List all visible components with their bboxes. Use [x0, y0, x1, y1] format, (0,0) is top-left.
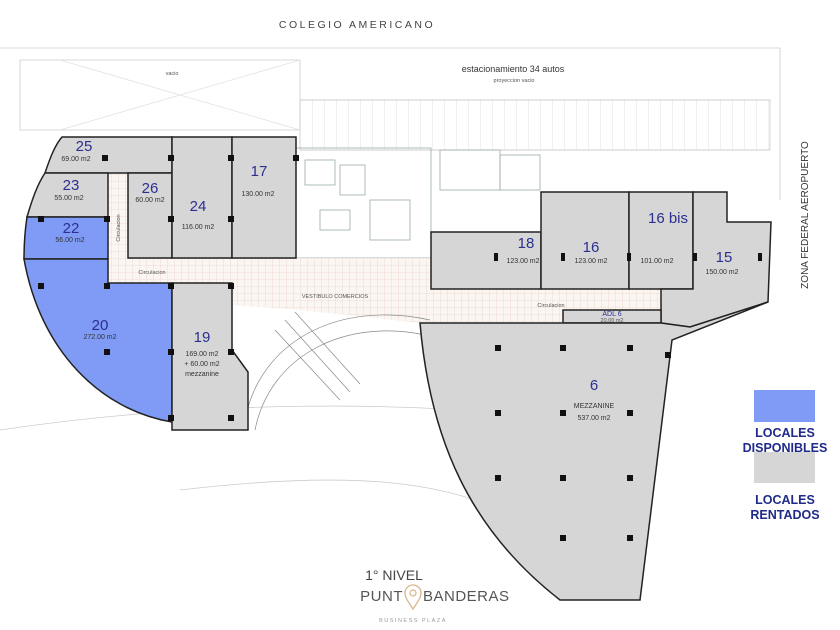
legend-available-label: LOCALES DISPONIBLES: [742, 426, 828, 455]
unit-number: 16: [583, 239, 600, 256]
unit-16-bis[interactable]: [628, 191, 694, 290]
unit-25[interactable]: [43, 136, 173, 174]
unit-labels: 25 69.00 m2 23 55.00 m2 22 56.00 m2 20 2…: [54, 138, 738, 422]
unit-number: 15: [716, 249, 733, 266]
unit-area: 150.00 m2: [705, 269, 738, 276]
location-pin-icon: [404, 584, 422, 611]
void-projection-label: proyeccion vacio: [494, 78, 535, 84]
unit-area: 123.00 m2: [574, 258, 607, 265]
unit-area: 69.00 m2: [61, 156, 90, 163]
unit-number: 18: [518, 235, 535, 252]
unit-number: 24: [190, 198, 207, 215]
unit-number: ADL 6: [602, 311, 621, 318]
unit-area: 169.00 m2: [185, 351, 218, 358]
unit-area: 272.00 m2: [83, 334, 116, 341]
header-title: COLEGIO AMERICANO: [279, 19, 435, 31]
structural-columns: [38, 155, 762, 541]
circulation-area: [108, 173, 700, 323]
legend-rented-swatch: [754, 452, 815, 483]
legend-rented-label: LOCALES RENTADOS: [750, 493, 820, 522]
parking-label: estacionamiento 34 autos: [462, 64, 565, 74]
unit-number: 22: [63, 220, 80, 237]
circulation-label: Circulacion: [138, 270, 165, 276]
unit-area: 537.00 m2: [577, 415, 610, 422]
unit-number: 17: [251, 163, 268, 180]
unit-number: 6: [590, 377, 598, 394]
site-lines: [0, 47, 781, 521]
unit-extra-area: + 60.00 m2: [184, 361, 219, 368]
unit-6[interactable]: [419, 301, 769, 601]
brand-right: BANDERAS: [423, 588, 510, 605]
unit-area: 55.00 m2: [54, 195, 83, 202]
unit-area: 123.00 m2: [506, 258, 539, 265]
unit-area: 60.00 m2: [135, 197, 164, 204]
circulation-label-vertical: Circulacion: [116, 214, 122, 241]
unit-area: 56.00 m2: [55, 237, 84, 244]
side-label: ZONA FEDERAL AEROPUERTO: [800, 141, 811, 289]
level-label: 1° NIVEL: [365, 567, 423, 583]
unit-number: 26: [142, 180, 159, 197]
unit-note: MEZZANINE: [574, 403, 615, 410]
unit-number: 20: [92, 317, 109, 334]
lobby-label: VESTIBULO COMERCIOS: [302, 294, 369, 300]
unit-number: 19: [194, 329, 211, 346]
unit-area: 20.00 m2: [601, 318, 624, 324]
unit-number: 23: [63, 177, 80, 194]
legend-available-swatch: [754, 390, 815, 422]
brand-left: PUNT: [360, 588, 403, 605]
tagline: BUSINESS PLAZA: [379, 618, 447, 624]
unit-number: 16 bis: [648, 210, 688, 227]
circulation-label-east: Circulacion: [537, 303, 564, 309]
unit-area: 130.00 m2: [241, 191, 274, 198]
unit-area: 101.00 m2: [640, 258, 673, 265]
unit-area: 116.00 m2: [182, 224, 215, 231]
bridge-projection: [244, 311, 431, 431]
void-label: vacio: [166, 71, 179, 77]
unit-number: 25: [76, 138, 93, 155]
unit-note: mezzanine: [185, 371, 219, 378]
